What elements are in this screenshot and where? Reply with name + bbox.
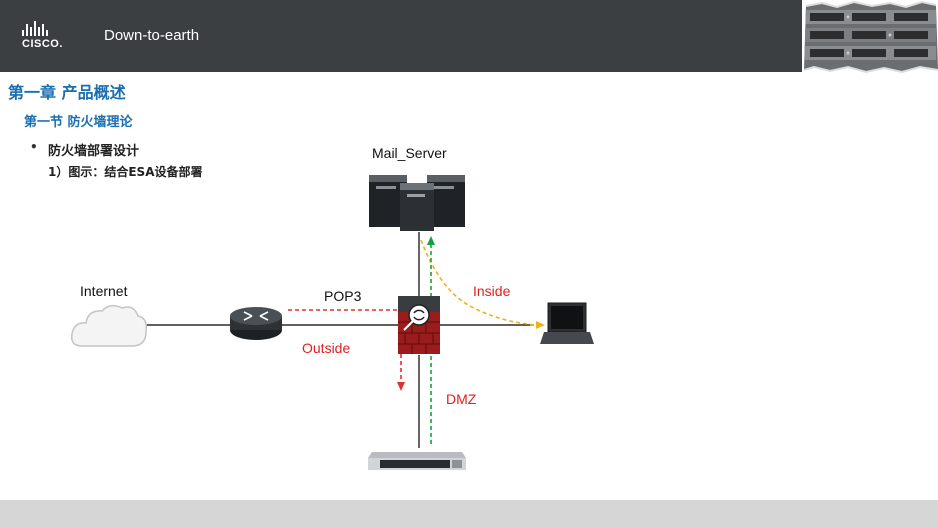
chapter-title: 第一章 产品概述 bbox=[8, 83, 126, 102]
router-icon bbox=[230, 307, 282, 340]
server-rack-photo-icon bbox=[802, 0, 938, 74]
section-title: 第一节 防火墙理论 bbox=[24, 115, 133, 130]
laptop-icon bbox=[540, 302, 594, 344]
server-cluster-icon bbox=[369, 175, 465, 231]
header-bar: CISCO. Down-to-earth bbox=[0, 0, 938, 74]
dmz-label: DMZ bbox=[446, 391, 477, 407]
bullet-point: • bbox=[30, 140, 38, 154]
inside-label: Inside bbox=[473, 283, 511, 299]
firewall-icon bbox=[398, 296, 440, 354]
cisco-logo-text: CISCO. bbox=[22, 38, 63, 50]
connection-lines bbox=[146, 232, 534, 448]
sub-item-text: 1）图示：结合ESA设备部署 bbox=[48, 165, 203, 179]
bullet-text: 防火墙部署设计 bbox=[48, 144, 140, 159]
cisco-logo-icon bbox=[22, 21, 48, 36]
esa-appliance-icon bbox=[368, 452, 466, 470]
internet-label: Internet bbox=[80, 283, 128, 299]
mail-server-label: Mail_Server bbox=[372, 145, 447, 161]
outside-label: Outside bbox=[302, 340, 351, 356]
cloud-icon bbox=[70, 304, 148, 347]
inside-flow-arrow bbox=[420, 239, 545, 329]
pop3-label: POP3 bbox=[324, 288, 362, 304]
brand-title: Down-to-earth bbox=[104, 27, 200, 44]
footer-bar bbox=[0, 500, 938, 527]
